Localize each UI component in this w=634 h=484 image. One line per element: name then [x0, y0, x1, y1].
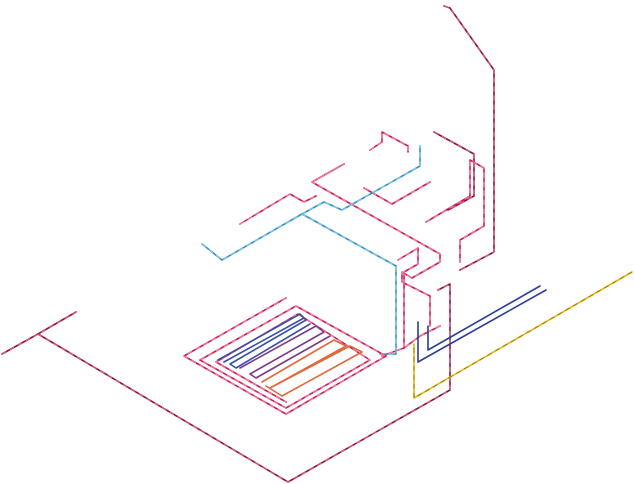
drain-vent-stack [443, 5, 495, 271]
drain-main-run-dash [1, 311, 77, 355]
floor-loop-blue-2 [223, 317, 305, 363]
return-riser [301, 213, 397, 355]
supply-right-branch-dash [363, 181, 431, 205]
drain-line-group [1, 5, 495, 483]
drain-building-sewer-dash [37, 283, 451, 483]
supply-to-manifold-dash [381, 325, 441, 357]
drain-upper-branch [433, 131, 475, 211]
floor-loop-orange-dash [261, 339, 348, 389]
supply-upper-right [425, 159, 485, 263]
supply-main-header-dash [310, 163, 441, 326]
heating-return-group [201, 145, 421, 355]
return-riser-dash [301, 213, 397, 355]
supply-left-branch [239, 193, 317, 225]
return-main [201, 145, 421, 261]
drain-building-sewer [37, 283, 451, 483]
floor-loop-blue [217, 313, 311, 369]
gas-line-dash [413, 271, 633, 399]
supply-upper-right-dash [425, 159, 485, 262]
supply-top-bend [369, 131, 409, 153]
gas-line-group [413, 271, 633, 399]
navy-riser-group [417, 285, 547, 363]
return-main-dash [201, 146, 421, 261]
drain-vent-stack-dash [443, 5, 495, 271]
drain-upper-branch-dash [433, 131, 475, 211]
supply-main-header [311, 163, 441, 327]
heating-supply-group [239, 131, 485, 357]
underfloor-loops-group [182, 297, 388, 415]
navy-line-2 [417, 289, 547, 363]
floor-loop-purple [239, 325, 331, 379]
supply-riser-dash [397, 247, 419, 348]
supply-top-bend-dash [369, 131, 409, 152]
supply-riser [397, 247, 419, 349]
supply-left-branch-dash [239, 193, 317, 225]
navy-line-1 [427, 285, 541, 351]
